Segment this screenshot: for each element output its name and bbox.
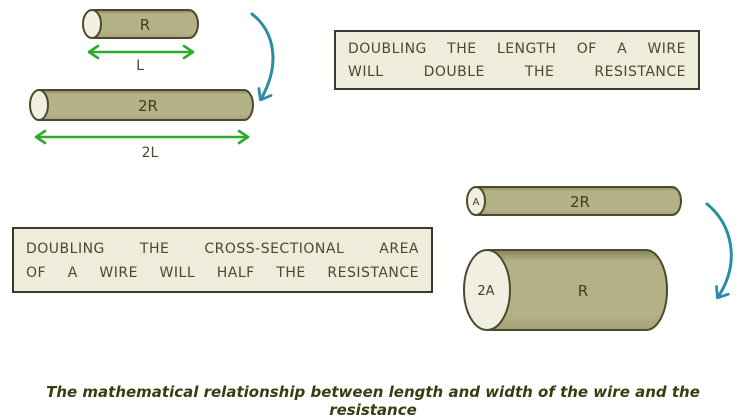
thin-wire-end-cap — [466, 186, 486, 216]
short-wire-cylinder: R — [82, 9, 199, 39]
short-wire-end-cap — [82, 9, 102, 39]
thick-wire-cylinder: 2A R — [463, 249, 668, 331]
diagram-caption: The mathematical relationship between le… — [46, 383, 700, 419]
area-note-line2: OF A WIRE WILL HALF THE RESISTANCE — [26, 265, 419, 281]
area-transform-arrow — [705, 202, 733, 300]
short-wire-length-arrow: L — [87, 44, 195, 74]
thick-wire-area-label: 2A — [477, 284, 494, 299]
length-transform-arrow — [250, 12, 275, 102]
long-wire-end-cap — [29, 89, 49, 121]
area-note-box: DOUBLING THE CROSS-SECTIONAL AREA OF A W… — [12, 227, 433, 293]
long-wire-length-arrow: 2L — [34, 129, 250, 161]
length-note-line2: WILL DOUBLE THE RESISTANCE — [348, 64, 686, 80]
long-wire-cylinder: 2R — [29, 89, 254, 121]
long-wire-length-label: 2L — [142, 145, 159, 161]
thin-wire-cylinder: A 2R — [466, 186, 682, 216]
thin-wire-area-label: A — [473, 197, 480, 208]
thick-wire-end-cap — [463, 249, 511, 331]
thin-wire-resistance-label: 2R — [570, 193, 590, 211]
length-note-line1: DOUBLING THE LENGTH OF A WIRE — [348, 41, 686, 57]
long-wire-resistance-label: 2R — [138, 97, 158, 115]
short-wire-resistance-label: R — [140, 16, 150, 34]
area-note-line1: DOUBLING THE CROSS-SECTIONAL AREA — [26, 241, 419, 257]
short-wire-length-label: L — [136, 58, 144, 74]
thick-wire-resistance-label: R — [578, 282, 588, 300]
length-note-box: DOUBLING THE LENGTH OF A WIRE WILL DOUBL… — [334, 30, 700, 90]
